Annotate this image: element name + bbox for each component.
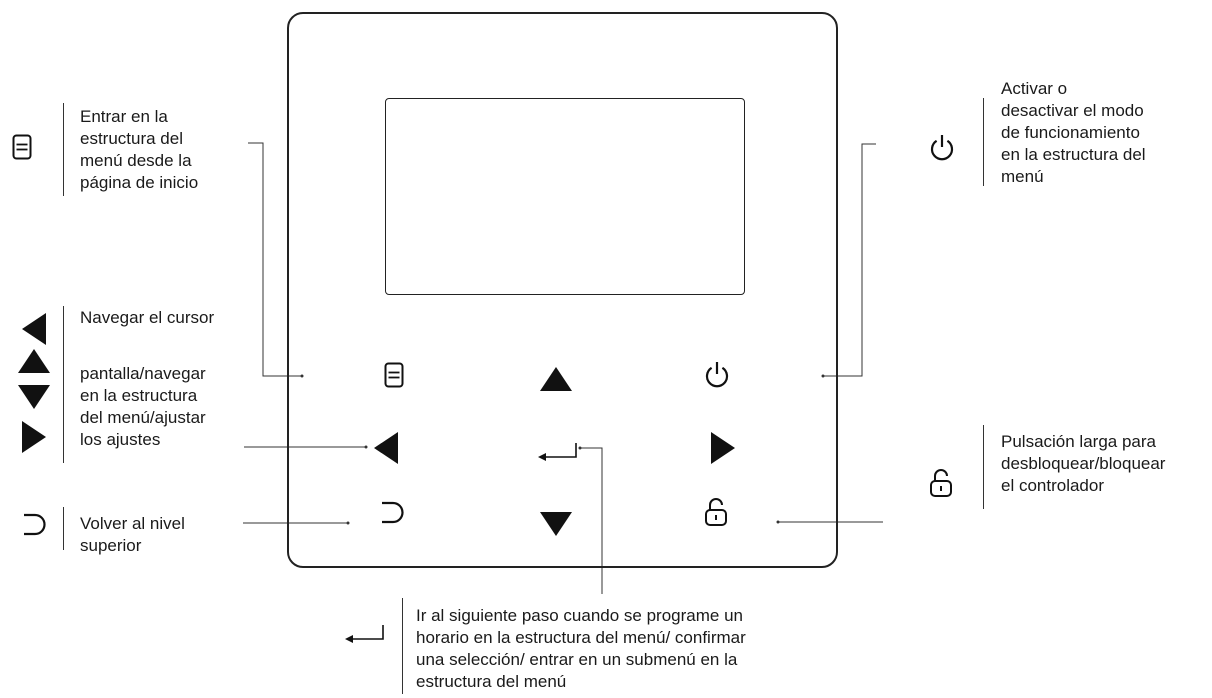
nav-annotation-title: Navegar el cursor	[80, 308, 215, 327]
menu-icon[interactable]	[384, 362, 404, 388]
unlock-annotation: Pulsación larga para desbloquear/bloquea…	[1001, 432, 1166, 495]
annotation-bar	[402, 598, 403, 694]
down-arrow-icon[interactable]	[540, 512, 572, 536]
power-leader-line	[823, 143, 876, 377]
annotation-bar	[983, 98, 984, 186]
annotation-bar	[983, 425, 984, 509]
down-arrow-icon	[18, 385, 50, 409]
annotation-bar	[63, 507, 64, 550]
power-annotation: Activar o desactivar el modo de funciona…	[1001, 79, 1146, 186]
enter-icon	[345, 625, 384, 643]
enter-leader-line	[580, 447, 603, 594]
annotation-bar	[63, 306, 64, 463]
up-arrow-icon	[18, 349, 50, 373]
unlock-icon	[930, 469, 952, 497]
right-arrow-icon[interactable]	[711, 432, 735, 464]
up-arrow-icon[interactable]	[540, 367, 572, 391]
right-arrow-icon	[22, 421, 46, 453]
nav-annotation-body: pantalla/navegar en la estructura del me…	[80, 364, 206, 449]
back-icon	[24, 513, 46, 536]
menu-icon	[12, 134, 32, 160]
controller-panel	[287, 12, 838, 568]
left-arrow-icon	[22, 313, 46, 345]
power-icon[interactable]	[704, 361, 730, 389]
enter-annotation: Ir al siguiente paso cuando se programe …	[416, 606, 746, 691]
left-arrow-icon[interactable]	[374, 432, 398, 464]
display-screen	[385, 98, 745, 295]
menu-annotation: Entrar en la estructura del menú desde l…	[80, 107, 199, 192]
enter-icon[interactable]	[538, 442, 578, 462]
menu-leader-line	[248, 142, 302, 377]
annotation-bar	[63, 103, 64, 196]
unlock-icon[interactable]	[704, 497, 728, 527]
back-annotation: Volver al nivel superior	[80, 514, 185, 555]
back-icon[interactable]	[380, 500, 406, 526]
power-icon	[930, 135, 954, 161]
